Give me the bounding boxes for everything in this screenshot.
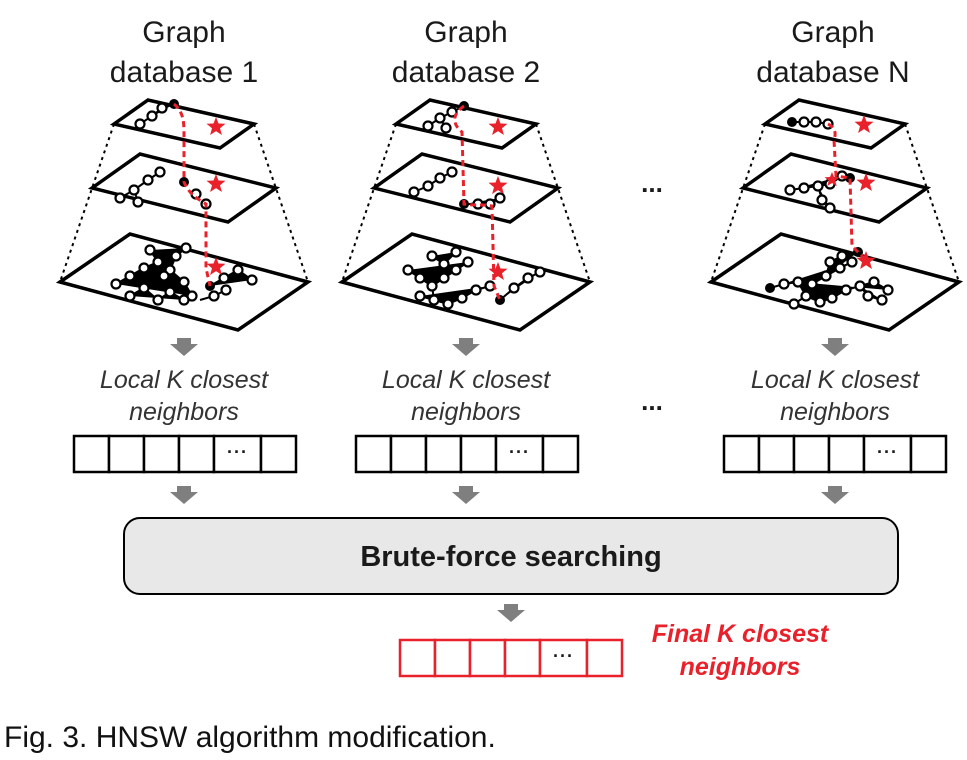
- db2-local-label-line2: neighbors: [411, 398, 521, 426]
- final-label-line1: Final K closest: [652, 620, 830, 648]
- db1-array-ellipsis: ···: [227, 442, 248, 462]
- brute-force-box: [123, 517, 899, 595]
- db2-title-line2: database 2: [392, 56, 540, 89]
- dbN-local-label-line2: neighbors: [780, 398, 890, 426]
- db2-local-array: ···: [354, 434, 580, 474]
- graph-db2-pyramid: [337, 98, 595, 332]
- graphs-ellipsis: ...: [641, 168, 663, 198]
- db1-local-array: ···: [72, 434, 298, 474]
- final-array-ellipsis: ···: [553, 646, 574, 666]
- graph-db1-pyramid: [55, 98, 313, 332]
- down-arrow-icon: [170, 486, 198, 504]
- final-label-line2: neighbors: [680, 653, 801, 681]
- star-icon: [206, 117, 226, 135]
- dbN-array-ellipsis: ···: [877, 442, 898, 462]
- db2-title-line1: Graph: [424, 16, 507, 49]
- brute-force-label: Brute-force searching: [360, 541, 661, 573]
- dbN-title-line2: database N: [756, 56, 909, 89]
- star-icon: [488, 262, 508, 280]
- figure-caption: Fig. 3. HNSW algorithm modification.: [4, 721, 496, 754]
- star-icon: [854, 115, 874, 133]
- db1-title-line1: Graph: [142, 16, 225, 49]
- lists-ellipsis: ...: [641, 386, 663, 416]
- down-arrow-icon: [452, 486, 480, 504]
- db1-local-label-line2: neighbors: [129, 398, 239, 426]
- final-array: ···: [398, 638, 624, 678]
- down-arrow-icon: [452, 338, 480, 356]
- star-icon: [824, 172, 840, 186]
- dbN-local-label-line1: Local K closest: [751, 366, 920, 394]
- down-arrow-icon: [497, 604, 525, 622]
- down-arrow-icon: [821, 486, 849, 504]
- star-icon: [206, 257, 226, 275]
- star-icon: [488, 176, 508, 194]
- db2-array-ellipsis: ···: [509, 442, 530, 462]
- db1-local-label-line1: Local K closest: [100, 366, 269, 394]
- db1-title-line2: database 1: [110, 56, 258, 89]
- star-icon: [856, 251, 876, 269]
- down-arrow-icon: [821, 338, 849, 356]
- db2-local-label-line1: Local K closest: [382, 366, 551, 394]
- star-icon: [856, 173, 876, 191]
- star-icon: [488, 117, 508, 135]
- dbN-local-array: ···: [722, 434, 948, 474]
- dbN-title-line1: Graph: [791, 16, 874, 49]
- down-arrow-icon: [170, 338, 198, 356]
- graph-dbN-pyramid: [706, 98, 964, 332]
- star-icon: [206, 174, 226, 192]
